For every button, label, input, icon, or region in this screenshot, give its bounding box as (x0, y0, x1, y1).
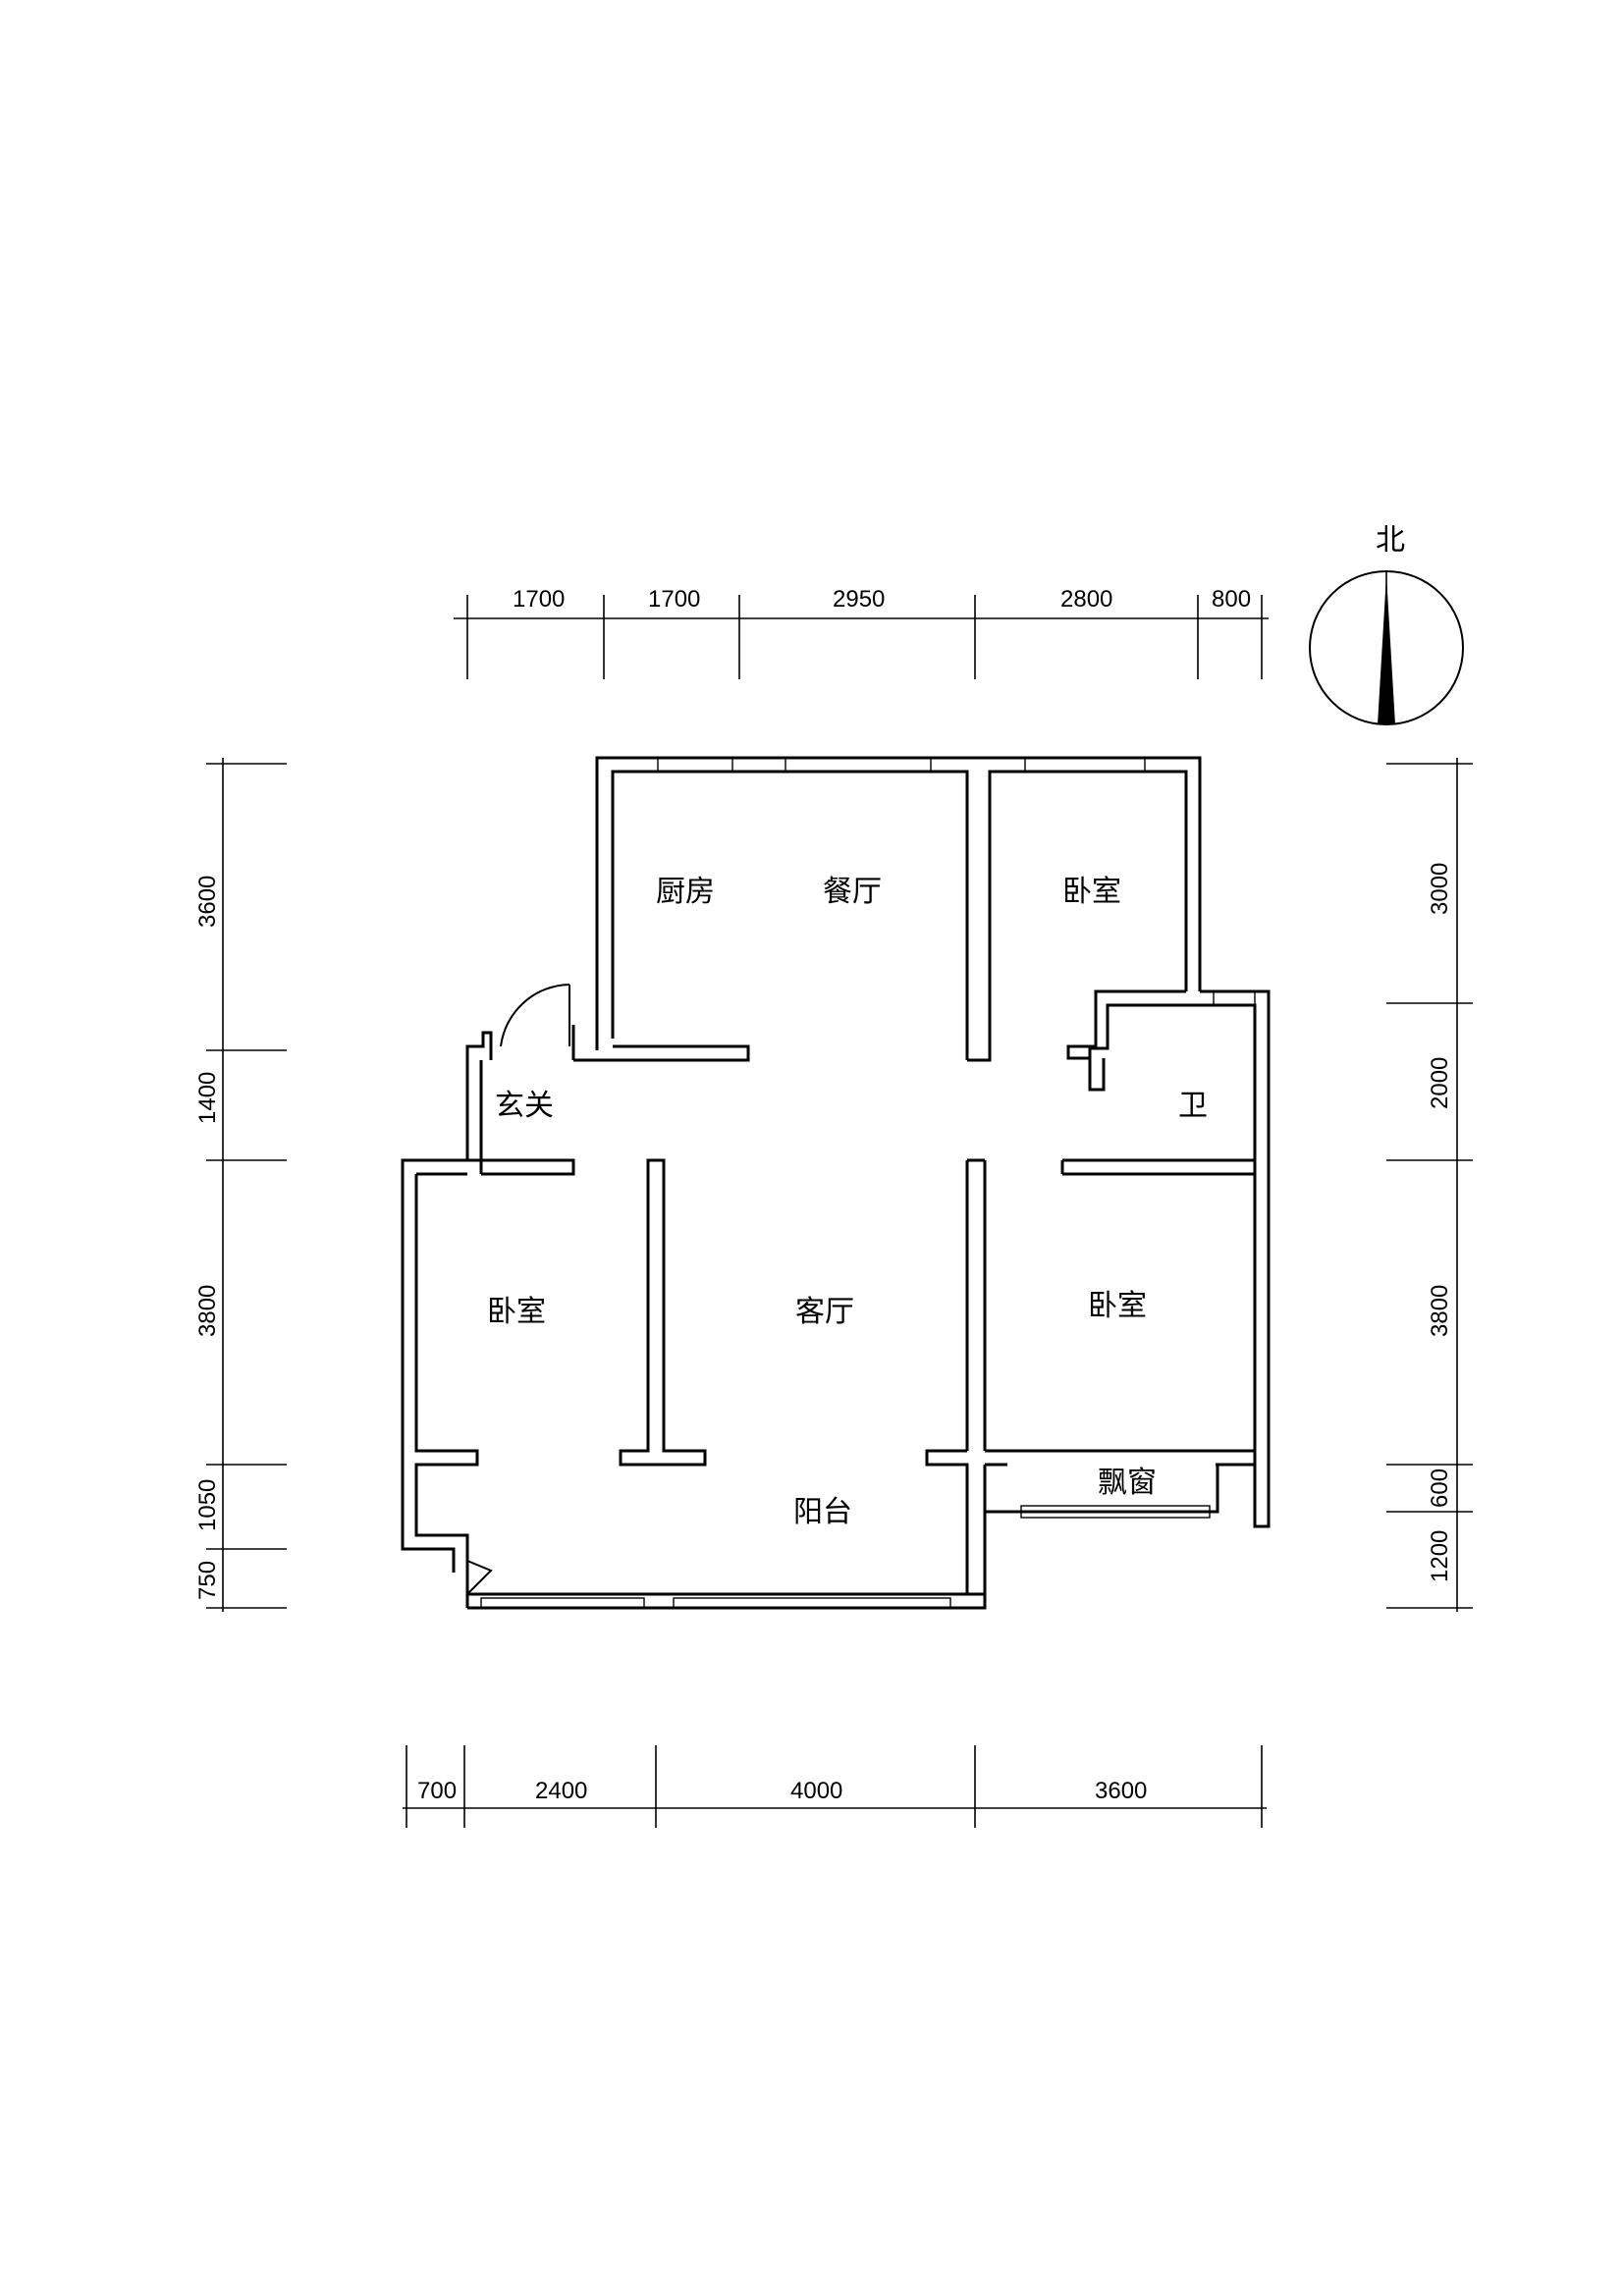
dim-top-2: 1700 (648, 586, 700, 613)
dimension-right: 3000 2000 3800 600 1200 (1386, 758, 1473, 1612)
dim-bottom-1: 700 (417, 1778, 457, 1804)
room-bedroom-e: 卧室 (1088, 1289, 1147, 1323)
door-entry (500, 984, 570, 1047)
doors (466, 984, 570, 1597)
wall-north-inner (611, 770, 969, 1060)
room-labels: 厨房 餐厅 卧室 玄关 卫 卧室 客厅 卧室 飘窗 阳台 (487, 875, 1208, 1529)
room-bedroom-ne: 卧室 (1062, 875, 1121, 909)
window-bath (1213, 990, 1256, 1006)
window-bay (1020, 1505, 1211, 1519)
window-kitchen (657, 757, 733, 773)
room-living: 客厅 (795, 1295, 854, 1329)
north-compass: 北 (1309, 523, 1464, 725)
dim-right-4: 600 (1427, 1468, 1453, 1508)
dim-bottom-2: 2400 (535, 1778, 587, 1804)
dim-right-3: 3800 (1427, 1285, 1453, 1337)
wall-living-west (619, 1158, 707, 1467)
window-balcony-east (673, 1597, 951, 1609)
room-balcony: 阳台 (793, 1495, 852, 1529)
compass-north-label: 北 (1376, 523, 1405, 558)
room-dining: 餐厅 (823, 875, 882, 909)
dimension-bottom: 700 2400 4000 3600 (403, 1745, 1267, 1828)
room-kitchen: 厨房 (656, 875, 715, 909)
dim-top-1: 1700 (513, 586, 565, 613)
window-dining (785, 757, 932, 773)
wall-balcony-east (925, 1449, 987, 1596)
dim-left-5: 750 (194, 1561, 221, 1600)
door-balcony-west (466, 1559, 493, 1597)
room-entry: 玄关 (495, 1089, 554, 1123)
wall-bedroom-west (401, 1158, 479, 1608)
wall-bath-inner (1088, 1058, 1106, 1092)
dim-right-5: 1200 (1427, 1530, 1453, 1582)
dim-top-3: 2950 (833, 586, 885, 613)
wall-bath-bedroom (1060, 1158, 1255, 1176)
dim-top-5: 800 (1212, 586, 1251, 613)
windows (480, 757, 1256, 1609)
wall-dining-east (967, 770, 1188, 1062)
window-balcony-west (480, 1597, 645, 1609)
room-bedroom-w: 卧室 (487, 1295, 546, 1329)
dim-bottom-4: 3600 (1095, 1778, 1147, 1804)
dim-right-1: 3000 (1427, 863, 1453, 915)
dim-left-4: 1050 (194, 1479, 221, 1531)
compass-needle (1378, 575, 1395, 724)
wall-entry (465, 1025, 575, 1176)
dim-left-2: 1400 (194, 1072, 221, 1124)
wall-kitchen-south (573, 1044, 750, 1062)
wall-south (467, 1592, 987, 1610)
wall-bedroom-east-west (965, 1158, 987, 1451)
room-bay-window: 飘窗 (1098, 1466, 1157, 1500)
dim-bottom-3: 4000 (790, 1778, 842, 1804)
dimension-left: 3600 1400 3800 1050 750 (194, 758, 287, 1612)
dimension-top: 1700 1700 2950 2800 800 (454, 586, 1269, 679)
wall-bay-window (983, 1449, 1255, 1514)
room-bathroom: 卫 (1178, 1089, 1208, 1123)
dim-left-3: 3800 (194, 1285, 221, 1337)
dim-top-4: 2800 (1060, 586, 1112, 613)
dim-right-2: 2000 (1427, 1057, 1453, 1109)
window-bedroom-ne (1024, 757, 1146, 773)
dim-left-1: 3600 (194, 876, 221, 928)
wall-bath (1066, 989, 1271, 1528)
walls (401, 756, 1271, 1610)
